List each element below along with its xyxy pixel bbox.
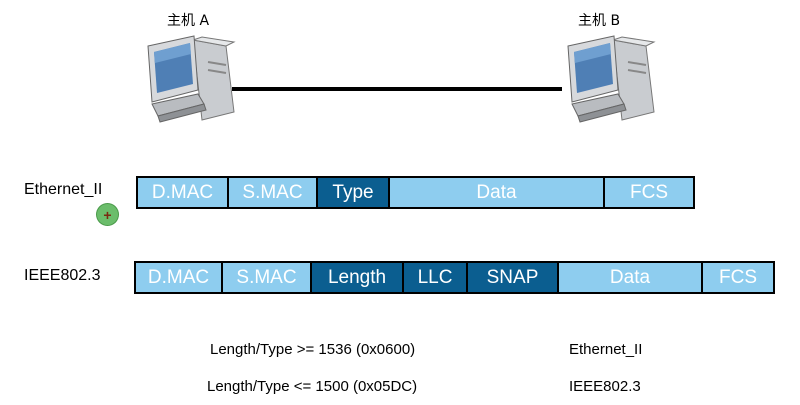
ieee8023-frame: D.MAC S.MAC Length LLC SNAP Data FCS [134, 261, 775, 294]
host-b-label: 主机 B [578, 13, 621, 29]
host-a-label: 主机 A [167, 13, 210, 29]
frame-field: D.MAC [134, 261, 223, 294]
ieee8023-row-label: IEEE802.3 [24, 267, 101, 284]
add-icon[interactable]: + [97, 204, 118, 225]
network-link-line [232, 87, 562, 91]
frame-field: S.MAC [229, 176, 318, 209]
frame-field: Type [318, 176, 390, 209]
frame-field: FCS [605, 176, 695, 209]
rule-result: IEEE802.3 [569, 378, 641, 395]
ethernet-ii-row-label: Ethernet_II [24, 181, 103, 198]
frame-field: LLC [404, 261, 468, 294]
computer-b-icon [567, 35, 656, 123]
frame-field: D.MAC [136, 176, 229, 209]
computer-a-icon [147, 35, 236, 123]
rule-result: Ethernet_II [569, 341, 643, 358]
rule-condition: Length/Type <= 1500 (0x05DC) [207, 378, 418, 395]
ethernet-ii-frame: D.MAC S.MAC Type Data FCS [136, 176, 695, 209]
frame-field: Length [312, 261, 404, 294]
frame-field: Data [390, 176, 605, 209]
rule-condition: Length/Type >= 1536 (0x0600) [210, 341, 416, 358]
frame-field: Data [559, 261, 703, 294]
frame-field: S.MAC [223, 261, 312, 294]
frame-field: FCS [703, 261, 775, 294]
frame-field: SNAP [468, 261, 559, 294]
